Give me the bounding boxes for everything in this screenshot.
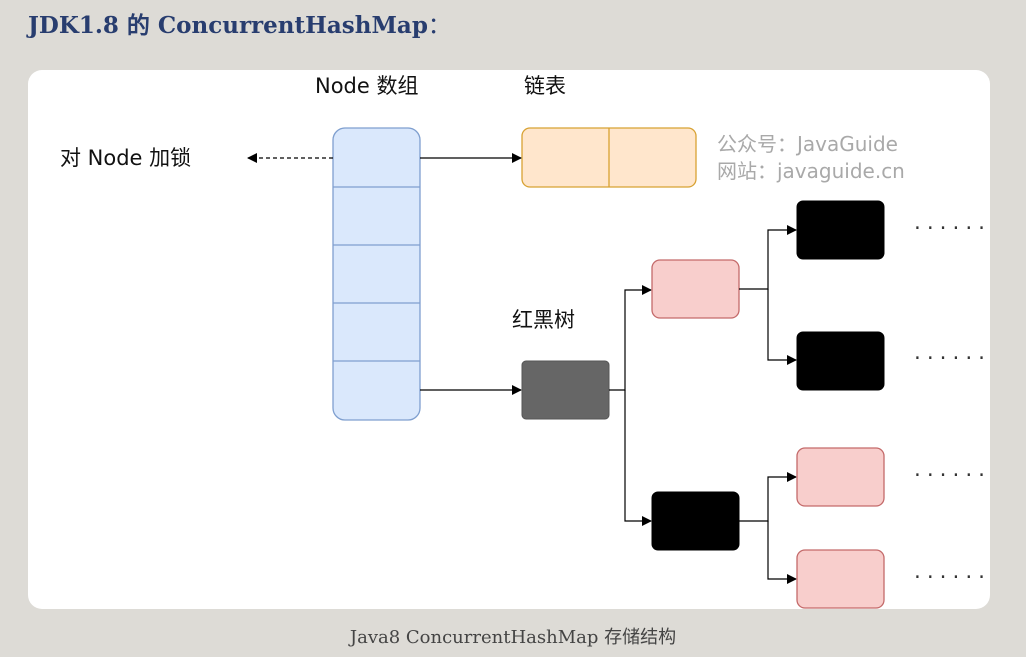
section-heading: JDK1.8 的 ConcurrentHashMap： xyxy=(28,6,451,40)
tree-edge xyxy=(767,521,797,584)
continuation-ellipsis: ······· xyxy=(912,465,990,486)
node-array-box xyxy=(332,127,421,421)
black-node xyxy=(651,491,740,551)
red-black-tree-label: 红黑树 xyxy=(512,308,575,332)
tree-edge xyxy=(609,285,652,391)
continuation-ellipsis: ······· xyxy=(912,567,990,588)
tree-edge xyxy=(739,472,797,522)
black-node xyxy=(796,331,885,391)
continuation-ellipsis: ······· xyxy=(912,218,990,239)
watermark-line-1: 公众号：JavaGuide xyxy=(717,132,898,156)
red-node xyxy=(651,259,740,319)
tree-root-node xyxy=(521,360,610,420)
node-array xyxy=(332,127,421,421)
heading-title: JDK1.8 的 ConcurrentHashMap xyxy=(28,12,428,39)
lock-node-label: 对 Node 加锁 xyxy=(60,146,191,170)
linked-list xyxy=(521,127,697,188)
tree-edge xyxy=(624,390,652,526)
tree-edge xyxy=(767,289,797,365)
heading-colon: ： xyxy=(427,13,451,39)
black-node xyxy=(796,200,885,260)
tree-edge xyxy=(739,225,797,290)
watermark-line-2: 网站：javaguide.cn xyxy=(717,159,905,183)
linked-list-label: 链表 xyxy=(524,74,566,98)
figure-caption: Java8 ConcurrentHashMap 存储结构 xyxy=(349,627,677,648)
red-node xyxy=(796,447,885,507)
concurrenthashmap-diagram: Node 数组 链表 对 Node 加锁 红黑树 公众号：JavaGuide 网… xyxy=(60,74,990,609)
diagram-figure: Node 数组 链表 对 Node 加锁 红黑树 公众号：JavaGuide 网… xyxy=(28,70,990,609)
continuation-ellipsis: ······· xyxy=(912,348,990,369)
red-node xyxy=(796,549,885,609)
node-array-label: Node 数组 xyxy=(315,74,418,98)
